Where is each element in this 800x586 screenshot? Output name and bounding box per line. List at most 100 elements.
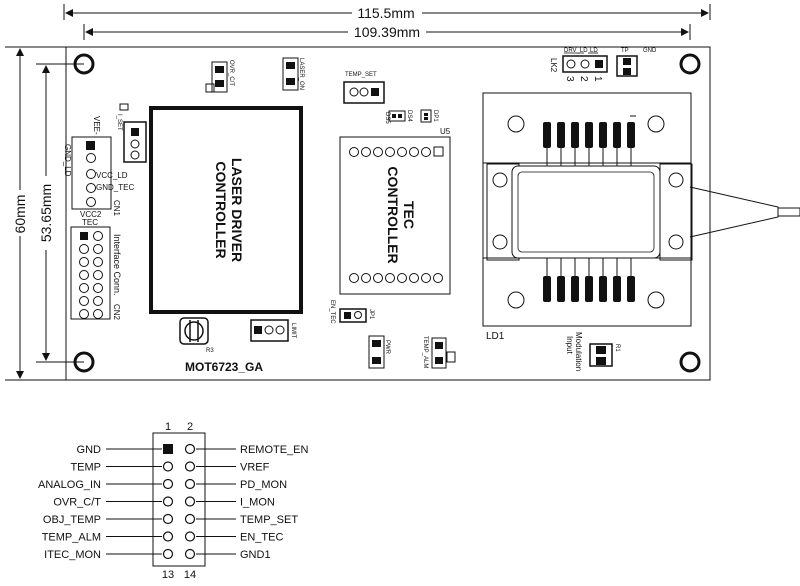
outer-height-label: 60mm xyxy=(12,195,28,234)
pin-label-right: PD_MON xyxy=(240,479,287,491)
pin-pad xyxy=(162,531,174,542)
lk2-jumper: DRV_LD LD LK2 3 2 1 xyxy=(549,48,608,82)
tec-label-1: TEC xyxy=(401,201,417,229)
pin-pad xyxy=(184,513,196,525)
svg-text:DS4: DS4 xyxy=(406,110,412,122)
modulation-input: Modulation Input R1 xyxy=(565,332,620,371)
laser-driver-module: LASER DRIVER CONTROLLER xyxy=(149,106,303,314)
limit-connector: LIMIT xyxy=(250,319,296,342)
pin-pad xyxy=(184,496,196,507)
svg-text:VEE-: VEE- xyxy=(92,116,101,135)
svg-text:LD: LD xyxy=(590,48,598,54)
pin-label-left: ANALOG_IN xyxy=(38,479,101,491)
svg-text:DP1: DP1 xyxy=(432,110,438,122)
svg-text:R3: R3 xyxy=(206,348,214,354)
svg-text:Interface Conn.: Interface Conn. xyxy=(112,234,122,296)
pin-number-1: 1 xyxy=(165,421,171,433)
svg-text:EN_TEC: EN_TEC xyxy=(329,300,335,324)
svg-text:OVR_C/T: OVR_C/T xyxy=(228,60,234,86)
svg-text:TP: TP xyxy=(621,48,629,54)
u5-label: U5 xyxy=(440,127,451,136)
svg-text:GND_TEC: GND_TEC xyxy=(96,183,134,192)
interface-connector-cn2: Interface Conn. CN2 xyxy=(70,226,122,321)
svg-text:PWR: PWR xyxy=(384,340,390,355)
tec-label-2: CONTROLLER xyxy=(385,166,401,263)
ld1-laser-mount: LD1 xyxy=(482,92,800,342)
pin-pad xyxy=(184,478,196,490)
svg-text:JP1: JP1 xyxy=(368,309,374,320)
pin-pad xyxy=(162,461,174,472)
cn1-power-connector: VCC_LD GND_TEC GND_LD VEE- CN1 VCC2 TEC xyxy=(63,116,134,227)
dimension-inner-width: 109.39mm xyxy=(83,24,691,40)
svg-text:LASER_ON: LASER_ON xyxy=(298,58,304,90)
pin-pad xyxy=(162,478,174,490)
svg-text:GND: GND xyxy=(643,48,657,54)
ld1-label: LD1 xyxy=(486,331,505,342)
pin-pad xyxy=(184,461,196,472)
pin-pad xyxy=(184,548,196,560)
pin-label-right: EN_TEC xyxy=(240,532,283,544)
laser-on-led: LASER_ON xyxy=(282,57,304,91)
test-point: TP GND xyxy=(616,48,657,77)
pin-label-right: GND1 xyxy=(240,549,271,561)
svg-text:GND_LD: GND_LD xyxy=(63,144,72,177)
svg-text:TEC: TEC xyxy=(82,218,98,227)
en-tec-jumper: EN_TEC JP1 xyxy=(329,300,374,324)
svg-text:3: 3 xyxy=(564,76,575,82)
model-label: MOT6723_GA xyxy=(185,360,263,374)
pin-number-14: 14 xyxy=(184,569,196,581)
pcb-outline xyxy=(65,46,711,381)
dimension-outer-height: 60mm xyxy=(5,46,66,381)
outer-width-label: 115.5mm xyxy=(357,5,414,21)
svg-text:VCC2: VCC2 xyxy=(80,210,102,219)
pin-label-left: OVR_C/T xyxy=(53,497,101,509)
potentiometer-r3: R3 xyxy=(179,317,214,354)
pin-pad xyxy=(162,496,174,507)
svg-text:DRV_LD: DRV_LD xyxy=(564,48,588,54)
svg-text:Modulation: Modulation xyxy=(574,332,583,371)
svg-text:I_SET: I_SET xyxy=(116,114,122,131)
svg-text:VCC_LD: VCC_LD xyxy=(96,171,128,180)
pin-label-right: TEMP_SET xyxy=(240,514,298,526)
svg-text:LIMIT: LIMIT xyxy=(290,323,296,339)
tec-controller-module: TEC CONTROLLER U5 xyxy=(339,127,451,295)
small-components-center: DS5 DS4 DP1 xyxy=(384,109,438,124)
inner-height-label: 53.65mm xyxy=(38,184,54,242)
svg-text:1: 1 xyxy=(592,76,603,82)
svg-text:LK2: LK2 xyxy=(549,58,558,73)
laser-driver-label-2: CONTROLLER xyxy=(213,161,229,258)
pin-label-right: I_MON xyxy=(240,497,275,509)
svg-text:DS5: DS5 xyxy=(384,112,390,124)
temp-alm-led: TEMP_ALM xyxy=(422,336,456,369)
svg-text:TEMP_SET: TEMP_SET xyxy=(345,72,377,78)
svg-text:R1: R1 xyxy=(614,344,620,352)
svg-text:TEMP_ALM: TEMP_ALM xyxy=(422,336,428,368)
pin-label-right: VREF xyxy=(240,462,270,474)
temp-set-connector: TEMP_SET xyxy=(343,72,385,104)
svg-text:2: 2 xyxy=(578,76,589,82)
pin-pad-square xyxy=(163,444,173,454)
pwr-led: PWR xyxy=(368,335,390,369)
inner-width-label: 109.39mm xyxy=(354,24,420,40)
mounting-holes xyxy=(73,53,701,373)
ovr-ct-led: OVR_C/T xyxy=(205,60,234,93)
pin-number-2: 2 xyxy=(187,421,193,433)
dimension-inner-height: 53.65mm xyxy=(36,63,84,363)
svg-text:CN1: CN1 xyxy=(112,200,121,217)
pin-pad xyxy=(184,443,196,455)
pin-pad xyxy=(184,531,196,542)
svg-text:CN2: CN2 xyxy=(112,304,121,321)
i-set-pot: I_SET xyxy=(116,103,147,163)
pin-label-left: GND xyxy=(77,444,102,456)
pin-label-left: OBJ_TEMP xyxy=(43,514,101,526)
dimension-outer-width: 115.5mm xyxy=(63,4,711,21)
pin-label-left: TEMP_ALM xyxy=(42,532,101,544)
pin-number-13: 13 xyxy=(162,569,174,581)
laser-driver-label-1: LASER DRIVER xyxy=(229,158,245,262)
pin-pad xyxy=(162,548,174,560)
pin-label-left: ITEC_MON xyxy=(44,549,101,561)
svg-text:Input: Input xyxy=(565,336,574,355)
pin-label-left: TEMP xyxy=(70,462,101,474)
